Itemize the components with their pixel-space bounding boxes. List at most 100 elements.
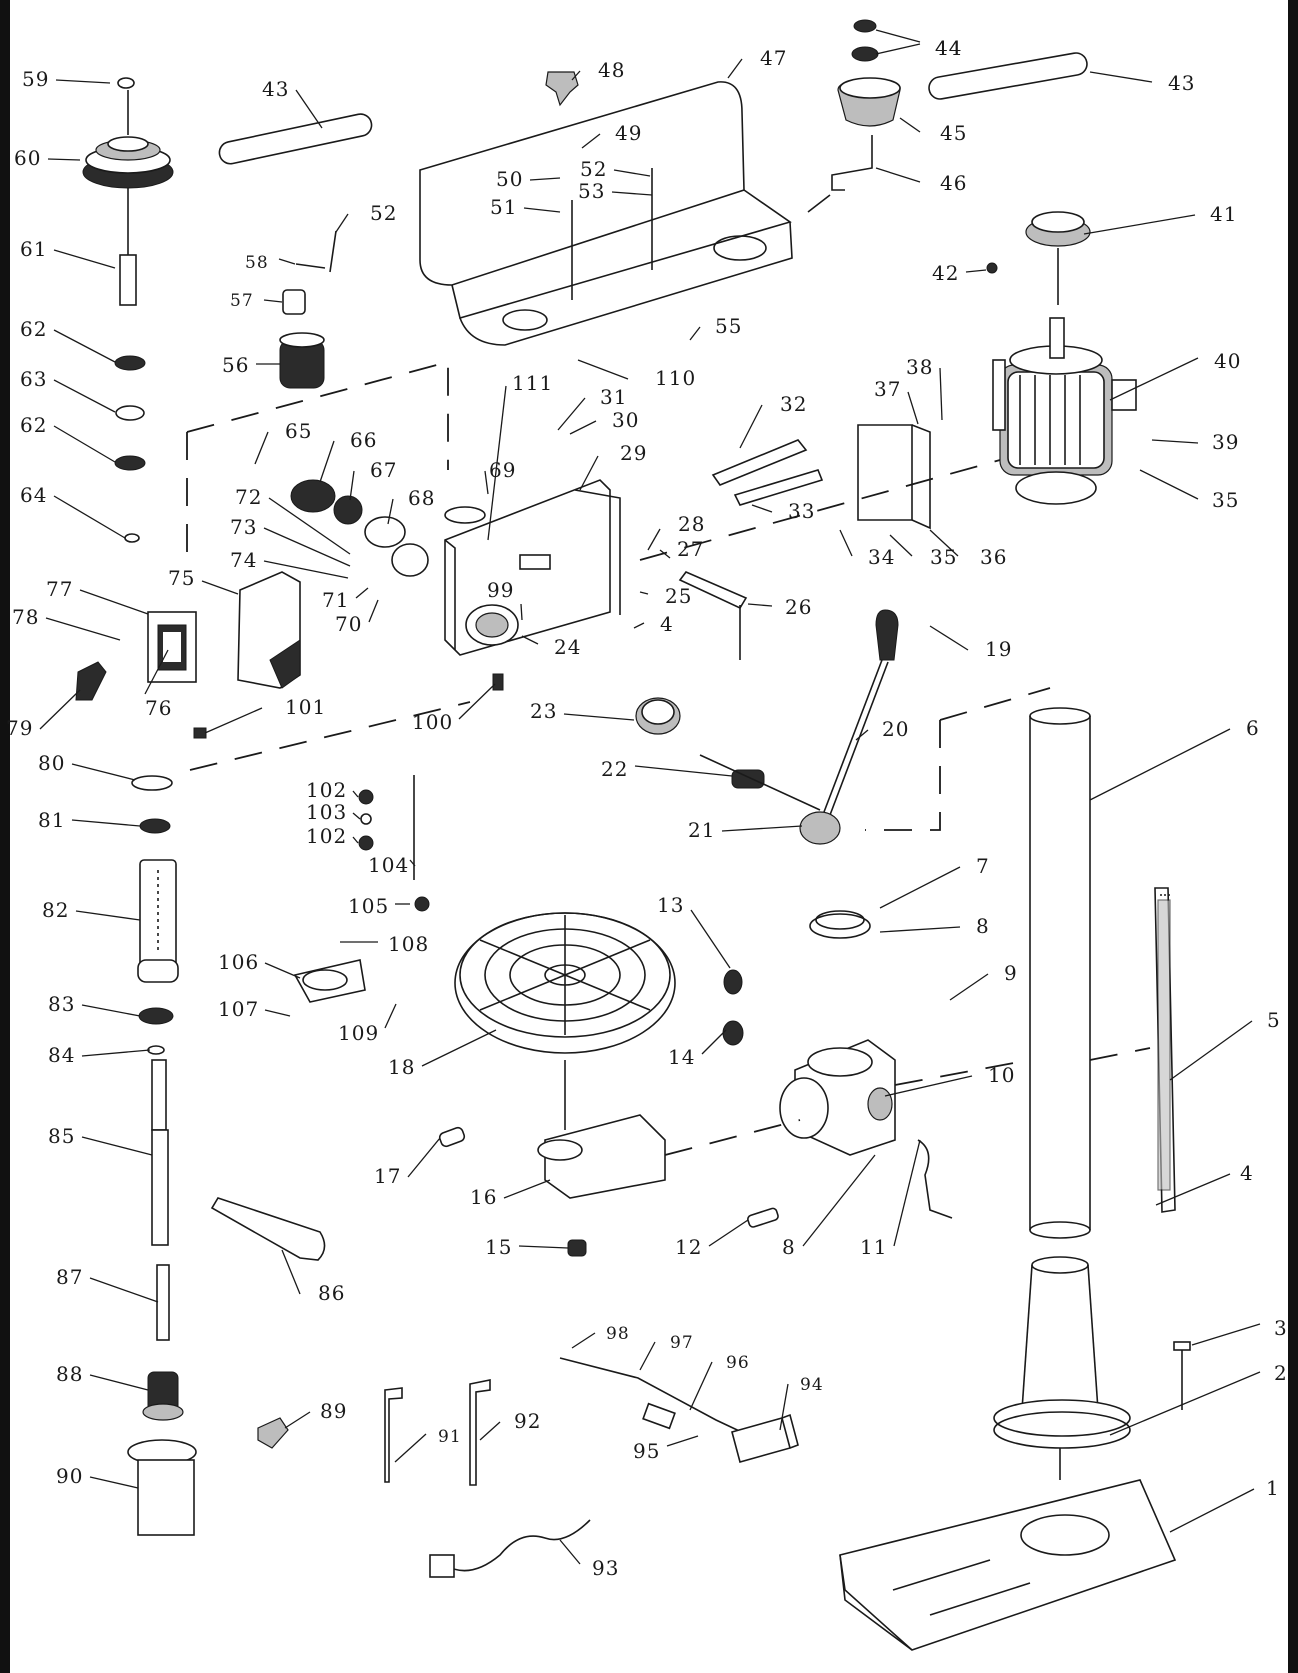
leader-line-9 (949, 973, 989, 1001)
part-46-shaft (831, 135, 873, 191)
leader-line-22 (634, 765, 733, 777)
part-80-ring (131, 775, 173, 791)
part-label-14: 14 (668, 1045, 695, 1069)
part-label-50: 50 (496, 167, 523, 191)
part-36-motor-bracket (857, 424, 931, 530)
leader-line-35 (1139, 469, 1199, 500)
leader-line-110 (577, 359, 629, 380)
part-label-19: 19 (985, 637, 1012, 661)
leader-line-57 (263, 299, 283, 303)
leader-line-34 (839, 529, 853, 557)
part-label-91: 91 (438, 1427, 462, 1447)
part-label-52: 52 (580, 157, 607, 181)
part-label-75: 75 (168, 566, 195, 590)
part-93-power-cord (429, 1519, 591, 1578)
part-91-hex-key (384, 1387, 403, 1483)
part-label-43: 43 (262, 77, 289, 101)
leader-line-17 (407, 1137, 441, 1178)
leader-line-10 (884, 1075, 973, 1097)
leader-line-94 (779, 1383, 789, 1431)
part-label-12: 12 (675, 1235, 702, 1259)
part-102-nut (358, 789, 374, 805)
leader-line-50 (529, 177, 561, 181)
leader-line-28 (647, 528, 661, 551)
leader-line-93 (559, 1539, 581, 1565)
leader-line-99 (520, 603, 523, 621)
part-label-47: 47 (760, 46, 787, 70)
part-7-collar (809, 910, 871, 939)
part-92-hex-key (469, 1379, 491, 1486)
left-border (0, 0, 10, 1673)
leader-line-19 (929, 625, 969, 651)
part-label-33: 33 (788, 499, 815, 523)
part-label-4: 4 (660, 612, 674, 636)
part-43-belt-left (218, 113, 373, 165)
part-label-34: 34 (868, 545, 895, 569)
part-26-handle (678, 571, 748, 660)
leader-line-77 (79, 589, 149, 615)
leader-line-43 (295, 89, 323, 129)
part-12-pin (747, 1207, 779, 1228)
leader-line-111 (487, 385, 507, 541)
part-1-base-plate (839, 1479, 1177, 1651)
leader-line-52 (335, 213, 349, 233)
leader-line-20 (855, 729, 869, 741)
part-label-38: 38 (906, 355, 933, 379)
part-label-74: 74 (230, 548, 257, 572)
part-89-key (257, 1417, 289, 1449)
part-label-109: 109 (338, 1021, 379, 1045)
part-14-gear (722, 1020, 744, 1046)
leader-line-64 (53, 495, 126, 539)
part-label-53: 53 (578, 179, 605, 203)
leader-line-45 (899, 117, 921, 133)
part-label-43: 43 (1168, 71, 1195, 95)
leader-line-85 (81, 1136, 153, 1156)
right-border (1288, 0, 1298, 1673)
part-13-gear (723, 969, 743, 995)
part-44-nut-b (851, 46, 879, 62)
part-label-82: 82 (42, 898, 69, 922)
part-86-wedge (210, 1197, 326, 1261)
part-label-45: 45 (940, 121, 967, 145)
part-label-76: 76 (145, 696, 172, 720)
part-label-86: 86 (318, 1281, 345, 1305)
leader-line-8 (879, 926, 961, 933)
part-label-11: 11 (860, 1235, 887, 1259)
leader-line-44 (875, 43, 921, 55)
leader-line-96 (689, 1361, 713, 1411)
part-label-60: 60 (14, 146, 41, 170)
leader-line-31 (557, 397, 586, 431)
part-label-49: 49 (615, 121, 642, 145)
part-79-key (75, 661, 107, 701)
part-22-pinion (699, 754, 821, 811)
part-56-spring-housing (279, 332, 325, 389)
leader-line-95 (666, 1435, 699, 1447)
part-label-95: 95 (633, 1439, 660, 1463)
part-label-13: 13 (657, 893, 684, 917)
part-43-belt-right (928, 52, 1088, 100)
leader-line-100 (458, 683, 496, 720)
leader-line-39 (1151, 439, 1199, 444)
leader-line-80 (71, 763, 136, 781)
part-76-switch-plate (147, 611, 197, 683)
leader-line-4 (633, 622, 645, 629)
leader-line-70 (368, 599, 379, 623)
assembly-guide-lines (186, 360, 1151, 1156)
part-label-96: 96 (726, 1353, 750, 1373)
part-label-90: 90 (56, 1464, 83, 1488)
part-label-78: 78 (12, 605, 39, 629)
part-62-bearing (114, 355, 146, 371)
part-45-motor-pulley (837, 77, 901, 127)
part-label-79: 79 (6, 716, 33, 740)
leader-line-6 (1089, 728, 1231, 801)
part-label-30: 30 (612, 408, 639, 432)
leader-line-48 (571, 70, 581, 81)
part-label-18: 18 (388, 1055, 415, 1079)
part-label-98: 98 (606, 1324, 630, 1344)
part-label-21: 21 (688, 818, 715, 842)
part-label-44: 44 (935, 36, 962, 60)
part-60-spindle-pulley (82, 136, 174, 189)
leader-line-32 (739, 404, 763, 449)
